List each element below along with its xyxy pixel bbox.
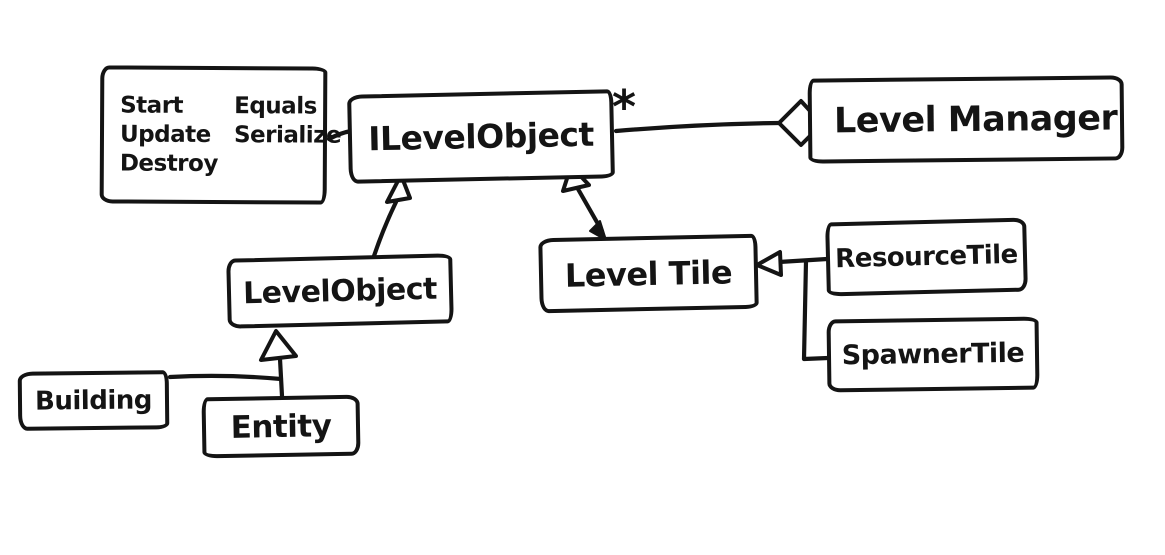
class-label: SpawnerTile xyxy=(841,337,1025,372)
edge-inheritance-entity-levelobject xyxy=(259,329,298,399)
edge-inheritance-building-levelobject xyxy=(167,373,284,382)
edge-aggregation-ilevelobject-levelmanager xyxy=(613,99,824,147)
method-label: Start xyxy=(120,92,184,119)
aggregation-line xyxy=(613,120,782,134)
method-label: Update xyxy=(119,121,211,148)
class-label: Level Tile xyxy=(564,252,733,295)
inheritance-line xyxy=(776,256,830,265)
class-label: ILevelObject xyxy=(367,114,595,159)
class-label: LevelObject xyxy=(242,271,438,311)
method-label: Destroy xyxy=(119,150,218,178)
edge-inheritance-spawnertile-leveltile xyxy=(801,258,831,362)
inheritance-line xyxy=(371,199,399,259)
class-box-resourcetile: ResourceTile xyxy=(825,217,1028,297)
association-multiplicity: * xyxy=(612,80,637,134)
edge-inheritance-resourcetile-leveltile xyxy=(755,250,830,277)
class-box-levelmanager: Level Manager xyxy=(807,75,1125,164)
inheritance-line xyxy=(801,258,831,362)
method-label: Serialize xyxy=(233,122,342,149)
edge-inheritance-levelobject-ilevelobject xyxy=(371,173,412,259)
class-label: Level Manager xyxy=(833,97,1118,141)
class-box-entity: Entity xyxy=(201,394,361,459)
class-box-spawnertile: SpawnerTile xyxy=(826,316,1040,393)
inheritance-arrowhead xyxy=(385,173,412,204)
method-label: Equals xyxy=(234,93,317,120)
class-box-levelobject: LevelObject xyxy=(226,253,454,329)
class-label: Entity xyxy=(230,407,332,446)
class-label: Building xyxy=(34,384,153,417)
inheritance-arrowhead xyxy=(259,329,298,362)
line-end-arrowhead xyxy=(589,220,607,241)
inheritance-line xyxy=(167,373,284,382)
inheritance-arrowhead xyxy=(755,250,783,277)
class-label: ResourceTile xyxy=(834,239,1019,275)
note-box-ilevelobject-methods: Start Equals Update Serialize Destroy xyxy=(99,65,341,205)
class-box-ilevelobject: ILevelObject xyxy=(347,89,615,184)
class-box-leveltile: Level Tile xyxy=(538,233,759,314)
class-box-building: Building xyxy=(17,370,170,431)
